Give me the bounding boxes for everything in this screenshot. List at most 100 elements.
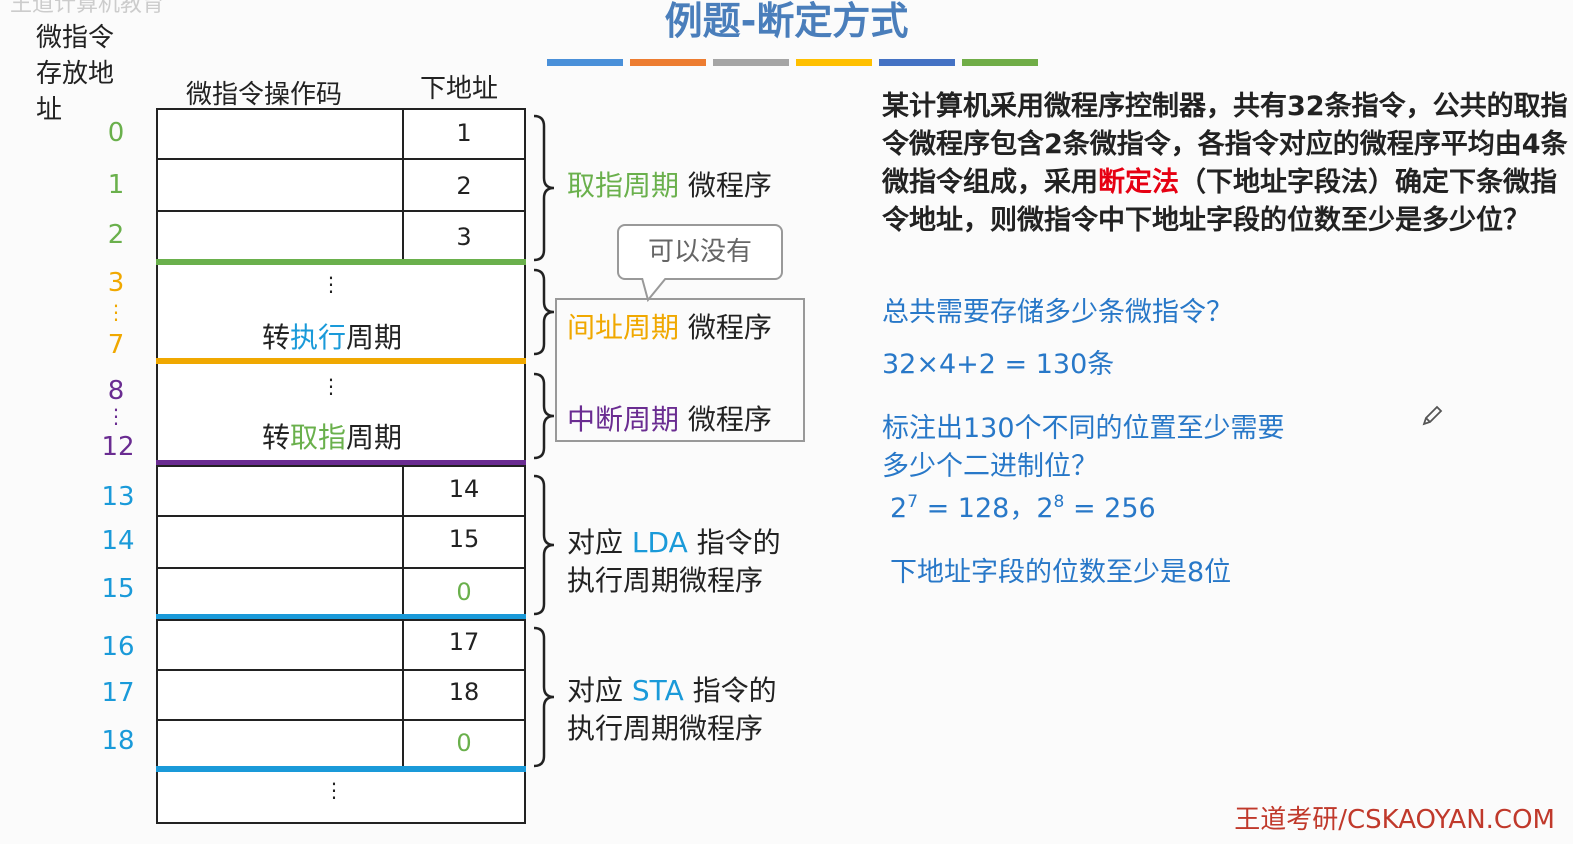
brace-interrupt (533, 372, 555, 460)
address-1: 1 (107, 170, 125, 200)
pow-b-rest: = 256 (1064, 493, 1156, 524)
question-p2: 断定法 (1098, 167, 1179, 198)
indirect-text-b: 执行 (290, 321, 347, 354)
opcode-cell-13 (156, 465, 404, 517)
label-fetch-a: 取指周期 (567, 169, 680, 202)
brace-indirect (533, 268, 555, 356)
pow-a-rest: = 128， (918, 493, 1037, 524)
next-cell-2: 3 (402, 210, 526, 262)
opcode-cell-15 (156, 567, 404, 617)
analysis-q1: 总共需要存储多少条微指令？ (882, 297, 1233, 328)
address-2: 2 (107, 220, 125, 250)
label-indirect-a: 间址周期 (567, 311, 680, 344)
analysis-powers: 27 = 128，28 = 256 (890, 486, 1156, 525)
interrupt-dots: ⋮ (321, 374, 341, 398)
separator-blue-2 (156, 766, 526, 772)
address-12: 12 (101, 432, 135, 462)
footer-brand: 王道考研/CSKAOYAN.COM (1234, 805, 1555, 835)
pow-a-exp: 7 (907, 492, 919, 512)
opcode-cell-2 (156, 210, 404, 262)
separator-yellow (156, 358, 526, 364)
label-lda-c: 指令的 (687, 526, 781, 559)
indirect-text-c: 周期 (346, 321, 403, 354)
color-bar-3 (713, 59, 789, 66)
label-fetch-b: 微程序 (679, 169, 772, 202)
opcode-cell-0 (156, 108, 404, 160)
next-cell-16: 17 (402, 619, 526, 671)
label-sta-a: 对应 (567, 674, 632, 707)
next-address-header: 下地址 (420, 74, 499, 104)
label-sta: 对应 STA 指令的 执行周期微程序 (567, 672, 777, 748)
next-cell-0: 1 (402, 108, 526, 160)
analysis-q2a: 标注出130个不同的位置至少需要 (882, 413, 1285, 444)
callout-bubble: 可以没有 (617, 224, 783, 280)
interrupt-text-a: 转 (262, 421, 291, 454)
label-interrupt-b: 微程序 (679, 403, 772, 436)
separator-blue-1 (156, 614, 526, 620)
question-p3: （下地址字段法）确定下条微指令地址，则微指令中下地址字段的位数至少是多少位？ (882, 167, 1557, 236)
indirect-block-text: 转执行周期 (262, 316, 402, 356)
next-cell-13: 14 (402, 465, 526, 517)
opcode-header: 微指令操作码 (186, 80, 343, 110)
brace-lda (533, 474, 555, 616)
optional-cycles-box (555, 298, 805, 442)
analysis-calc: 32×4+2 = 130条 (882, 349, 1115, 380)
pow-b-exp: 8 (1053, 492, 1065, 512)
tail-dots: ⋮ (324, 778, 344, 802)
color-bar-5 (879, 59, 955, 66)
address-0: 0 (107, 118, 125, 148)
address-dots-1: ⋮ (106, 300, 126, 324)
interrupt-block-text: 转取指周期 (262, 416, 402, 456)
address-13: 13 (101, 482, 135, 512)
question-text: 某计算机采用微程序控制器，共有32条指令，公共的取指令微程序包含2条微指令，各指… (882, 88, 1572, 240)
label-sta-c: 指令的 (683, 674, 777, 707)
question-p1: 某计算机采用微程序控制器，共有32条指令，公共的取指令微程序包含2条微指令，各指… (882, 91, 1568, 198)
separator-green (156, 259, 526, 265)
pen-icon[interactable] (1420, 404, 1444, 428)
opcode-cell-18 (156, 719, 404, 769)
label-interrupt-cycle: 中断周期 微程序 (567, 398, 772, 438)
brace-fetch (533, 114, 555, 262)
label-lda-a: 对应 (567, 526, 632, 559)
address-18: 18 (101, 726, 135, 756)
label-lda-d: 执行周期微程序 (567, 564, 764, 597)
analysis-q2b: 多少个二进制位？ (882, 451, 1098, 482)
page-title: 例题-断定方式 (664, 0, 909, 43)
label-fetch-cycle: 取指周期 微程序 (567, 164, 772, 204)
address-header: 微指令存放地址 (36, 23, 115, 125)
address-8: 8 (107, 376, 125, 406)
next-cell-18: 0 (402, 719, 526, 769)
address-17: 17 (101, 678, 135, 708)
label-sta-d: 执行周期微程序 (567, 712, 764, 745)
address-dots-2: ⋮ (106, 404, 126, 428)
address-16: 16 (101, 632, 135, 662)
interrupt-text-b: 取指 (290, 421, 347, 454)
color-bar-1 (547, 59, 623, 66)
indirect-text-a: 转 (262, 321, 291, 354)
pow-a-base: 2 (890, 493, 908, 524)
label-interrupt-a: 中断周期 (567, 403, 680, 436)
address-14: 14 (101, 526, 135, 556)
address-7: 7 (107, 330, 125, 360)
analysis-answer: 下地址字段的位数至少是8位 (890, 557, 1232, 588)
indirect-dots: ⋮ (321, 272, 341, 296)
color-bar-2 (630, 59, 706, 66)
label-indirect-cycle: 间址周期 微程序 (567, 306, 772, 346)
label-lda: 对应 LDA 指令的 执行周期微程序 (567, 524, 781, 600)
interrupt-text-c: 周期 (346, 421, 403, 454)
label-lda-b: LDA (631, 526, 688, 559)
next-cell-17: 18 (402, 669, 526, 721)
opcode-cell-14 (156, 515, 404, 569)
pow-b-base: 2 (1036, 493, 1054, 524)
next-cell-15: 0 (402, 567, 526, 617)
label-sta-b: STA (631, 674, 684, 707)
address-15: 15 (101, 574, 135, 604)
opcode-cell-1 (156, 158, 404, 212)
opcode-cell-16 (156, 619, 404, 671)
color-bar-6 (962, 59, 1038, 66)
label-indirect-b: 微程序 (679, 311, 772, 344)
opcode-cell-17 (156, 669, 404, 721)
address-3: 3 (107, 268, 125, 298)
color-bar-4 (796, 59, 872, 66)
callout-pointer (641, 278, 667, 302)
